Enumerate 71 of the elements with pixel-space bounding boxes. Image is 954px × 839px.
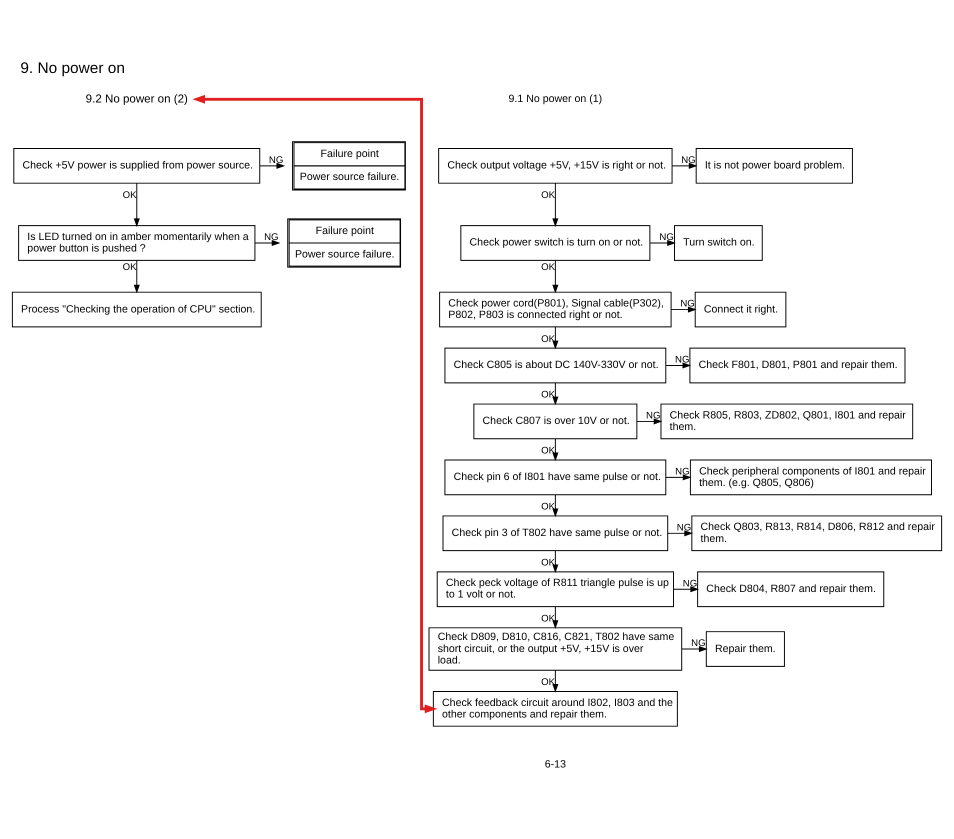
node-box: Check C807 is over 10V or not.: [473, 404, 638, 440]
arrow: [666, 362, 692, 369]
edge-label: OK: [541, 190, 556, 202]
edge-label: NG: [682, 578, 698, 590]
node-box: Connect it right.: [694, 292, 786, 328]
node-box: Check power cord(P801), Signal cable(P302), P802, P803 is connected right or not.: [439, 292, 672, 328]
arrow: [650, 240, 676, 246]
arrow: [666, 474, 692, 480]
node-box: Turn switch on.: [674, 225, 763, 261]
edge-label: OK: [541, 262, 556, 273]
node-box: Process "Checking the operation of CPU" section.: [12, 292, 262, 328]
edge-label: NG: [646, 410, 661, 422]
edge-label: NG: [264, 232, 279, 244]
node-box: Repair them.: [706, 631, 785, 667]
edge-label: OK: [122, 190, 137, 202]
edge-label: OK: [541, 677, 556, 688]
node-box: Check output voltage +5V, +15V is right or not.: [438, 148, 673, 184]
arrow: [552, 260, 558, 294]
arrow: [552, 182, 558, 228]
node-box: Check R805, R803, ZD802, Q801, I801 and repair them.: [660, 404, 914, 440]
arrow: [552, 550, 558, 574]
arrow: [134, 260, 140, 294]
node-box: Check +5V power is supplied from power source.: [13, 148, 260, 184]
label: 6-13: [544, 758, 566, 770]
edge-label: NG: [676, 522, 692, 534]
edge-label: NG: [691, 638, 706, 650]
node-box: Check pin 3 of T802 have same pulse or not.: [442, 515, 668, 552]
edge-label: NG: [675, 466, 690, 478]
node-box: Check C805 is about DC 140V-330V or not.: [444, 348, 666, 384]
arrow: [636, 418, 662, 424]
node-box: Check peripheral components of I801 and repair them. (e.g. Q805, Q806): [690, 460, 932, 496]
node-box: It is not power board problem.: [696, 148, 853, 184]
arrow: [681, 646, 708, 652]
node-box: Check D804, R807 and repair them.: [697, 571, 884, 608]
edge-label: OK: [541, 390, 556, 401]
arrow: [667, 530, 693, 536]
arrow: [552, 494, 558, 518]
edge-label: OK: [541, 446, 556, 457]
arrow: [259, 162, 286, 169]
node-text: 9.2 No power on (2): [86, 93, 188, 106]
edge-label: OK: [541, 334, 556, 345]
arrow: [134, 182, 140, 228]
arrow: [192, 94, 438, 714]
node-box: Check feedback circuit around I802, I803 and the other components and repair them.: [432, 691, 678, 727]
node-box: Check D809, D810, C816, C821, T802 have same short circuit, or the output +5V, +15V is over load.: [428, 627, 682, 671]
diagram-title: 9. No power on: [20, 60, 125, 78]
node-box: Is LED turned on in amber momentarily when a power button is pushed ?: [18, 225, 256, 261]
node-box: Check F801, D801, P801 and repair them.: [689, 348, 906, 384]
node-box: Check pin 6 of I801 have same pulse or not.: [444, 460, 666, 496]
edge-label: OK: [541, 558, 556, 569]
edge-label: NG: [659, 232, 674, 244]
edge-label: NG: [675, 354, 690, 366]
edge-label: NG: [681, 154, 696, 166]
arrow: [552, 606, 558, 629]
edge-label: OK: [541, 502, 556, 513]
node-box: Check power switch is turn on or not.: [460, 225, 650, 261]
arrow: [552, 382, 558, 406]
label: 9.1 No power on (1): [508, 92, 602, 105]
node-box: Check peck voltage of R811 triangle pulse is up to 1 volt or not.: [436, 571, 674, 608]
node-box: Check Q803, R813, R814, D806, R812 and repair them.: [691, 515, 942, 552]
edge-label: OK: [541, 614, 556, 625]
arrow: [552, 326, 558, 350]
arrow: [670, 306, 697, 313]
edge-label: NG: [268, 154, 284, 166]
arrow: [254, 240, 280, 246]
arrow: [672, 162, 698, 169]
edge-label: NG: [680, 298, 695, 310]
arrow: [673, 586, 700, 592]
arrow: [552, 438, 558, 462]
arrow: [552, 670, 558, 693]
edge-label: OK: [122, 262, 137, 273]
